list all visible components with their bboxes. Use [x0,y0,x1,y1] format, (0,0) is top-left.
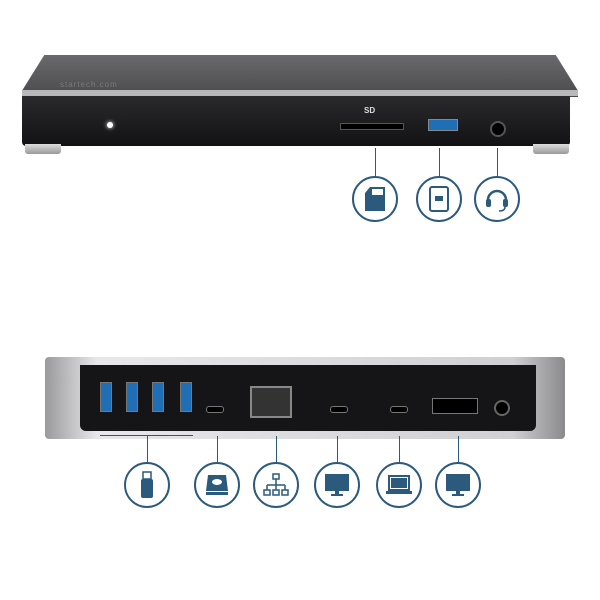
usb-port [428,119,458,131]
sd-card-icon [352,176,398,222]
callout-line [217,436,218,464]
thunderbolt-host-port [390,406,408,413]
usb-port [126,382,138,412]
usb-port [100,382,112,412]
monitor-icon [435,462,481,508]
sd-label: SD [364,106,376,115]
hard-drive-icon [194,462,240,508]
usb-bracket-line [100,435,193,436]
monitor-icon [314,462,360,508]
thunderbolt-port [330,406,348,413]
dock-foot [533,144,569,154]
network-icon [253,462,299,508]
callout-line [276,436,277,464]
sd-slot [340,123,404,130]
usb-c-port [206,406,224,413]
power-led [107,122,113,128]
laptop-icon [376,462,422,508]
audio-jack [490,121,506,137]
callout-line [147,436,148,464]
usb-port [180,382,192,412]
dc-power-jack [494,400,510,416]
callout-line [337,436,338,464]
ethernet-port [250,386,292,418]
usb-drive-icon [124,462,170,508]
dock-front-panel [22,96,570,146]
callout-line [458,436,459,464]
callout-line [399,436,400,464]
brand-logo: startech.com [60,80,118,89]
usb-charging-icon [416,176,462,222]
callout-line [497,148,498,178]
callout-line [375,148,376,178]
dock-foot [25,144,61,154]
dock-lid-edge [22,90,578,96]
usb-port [152,382,164,412]
headset-icon [474,176,520,222]
callout-line [439,148,440,178]
displayport [432,398,478,414]
